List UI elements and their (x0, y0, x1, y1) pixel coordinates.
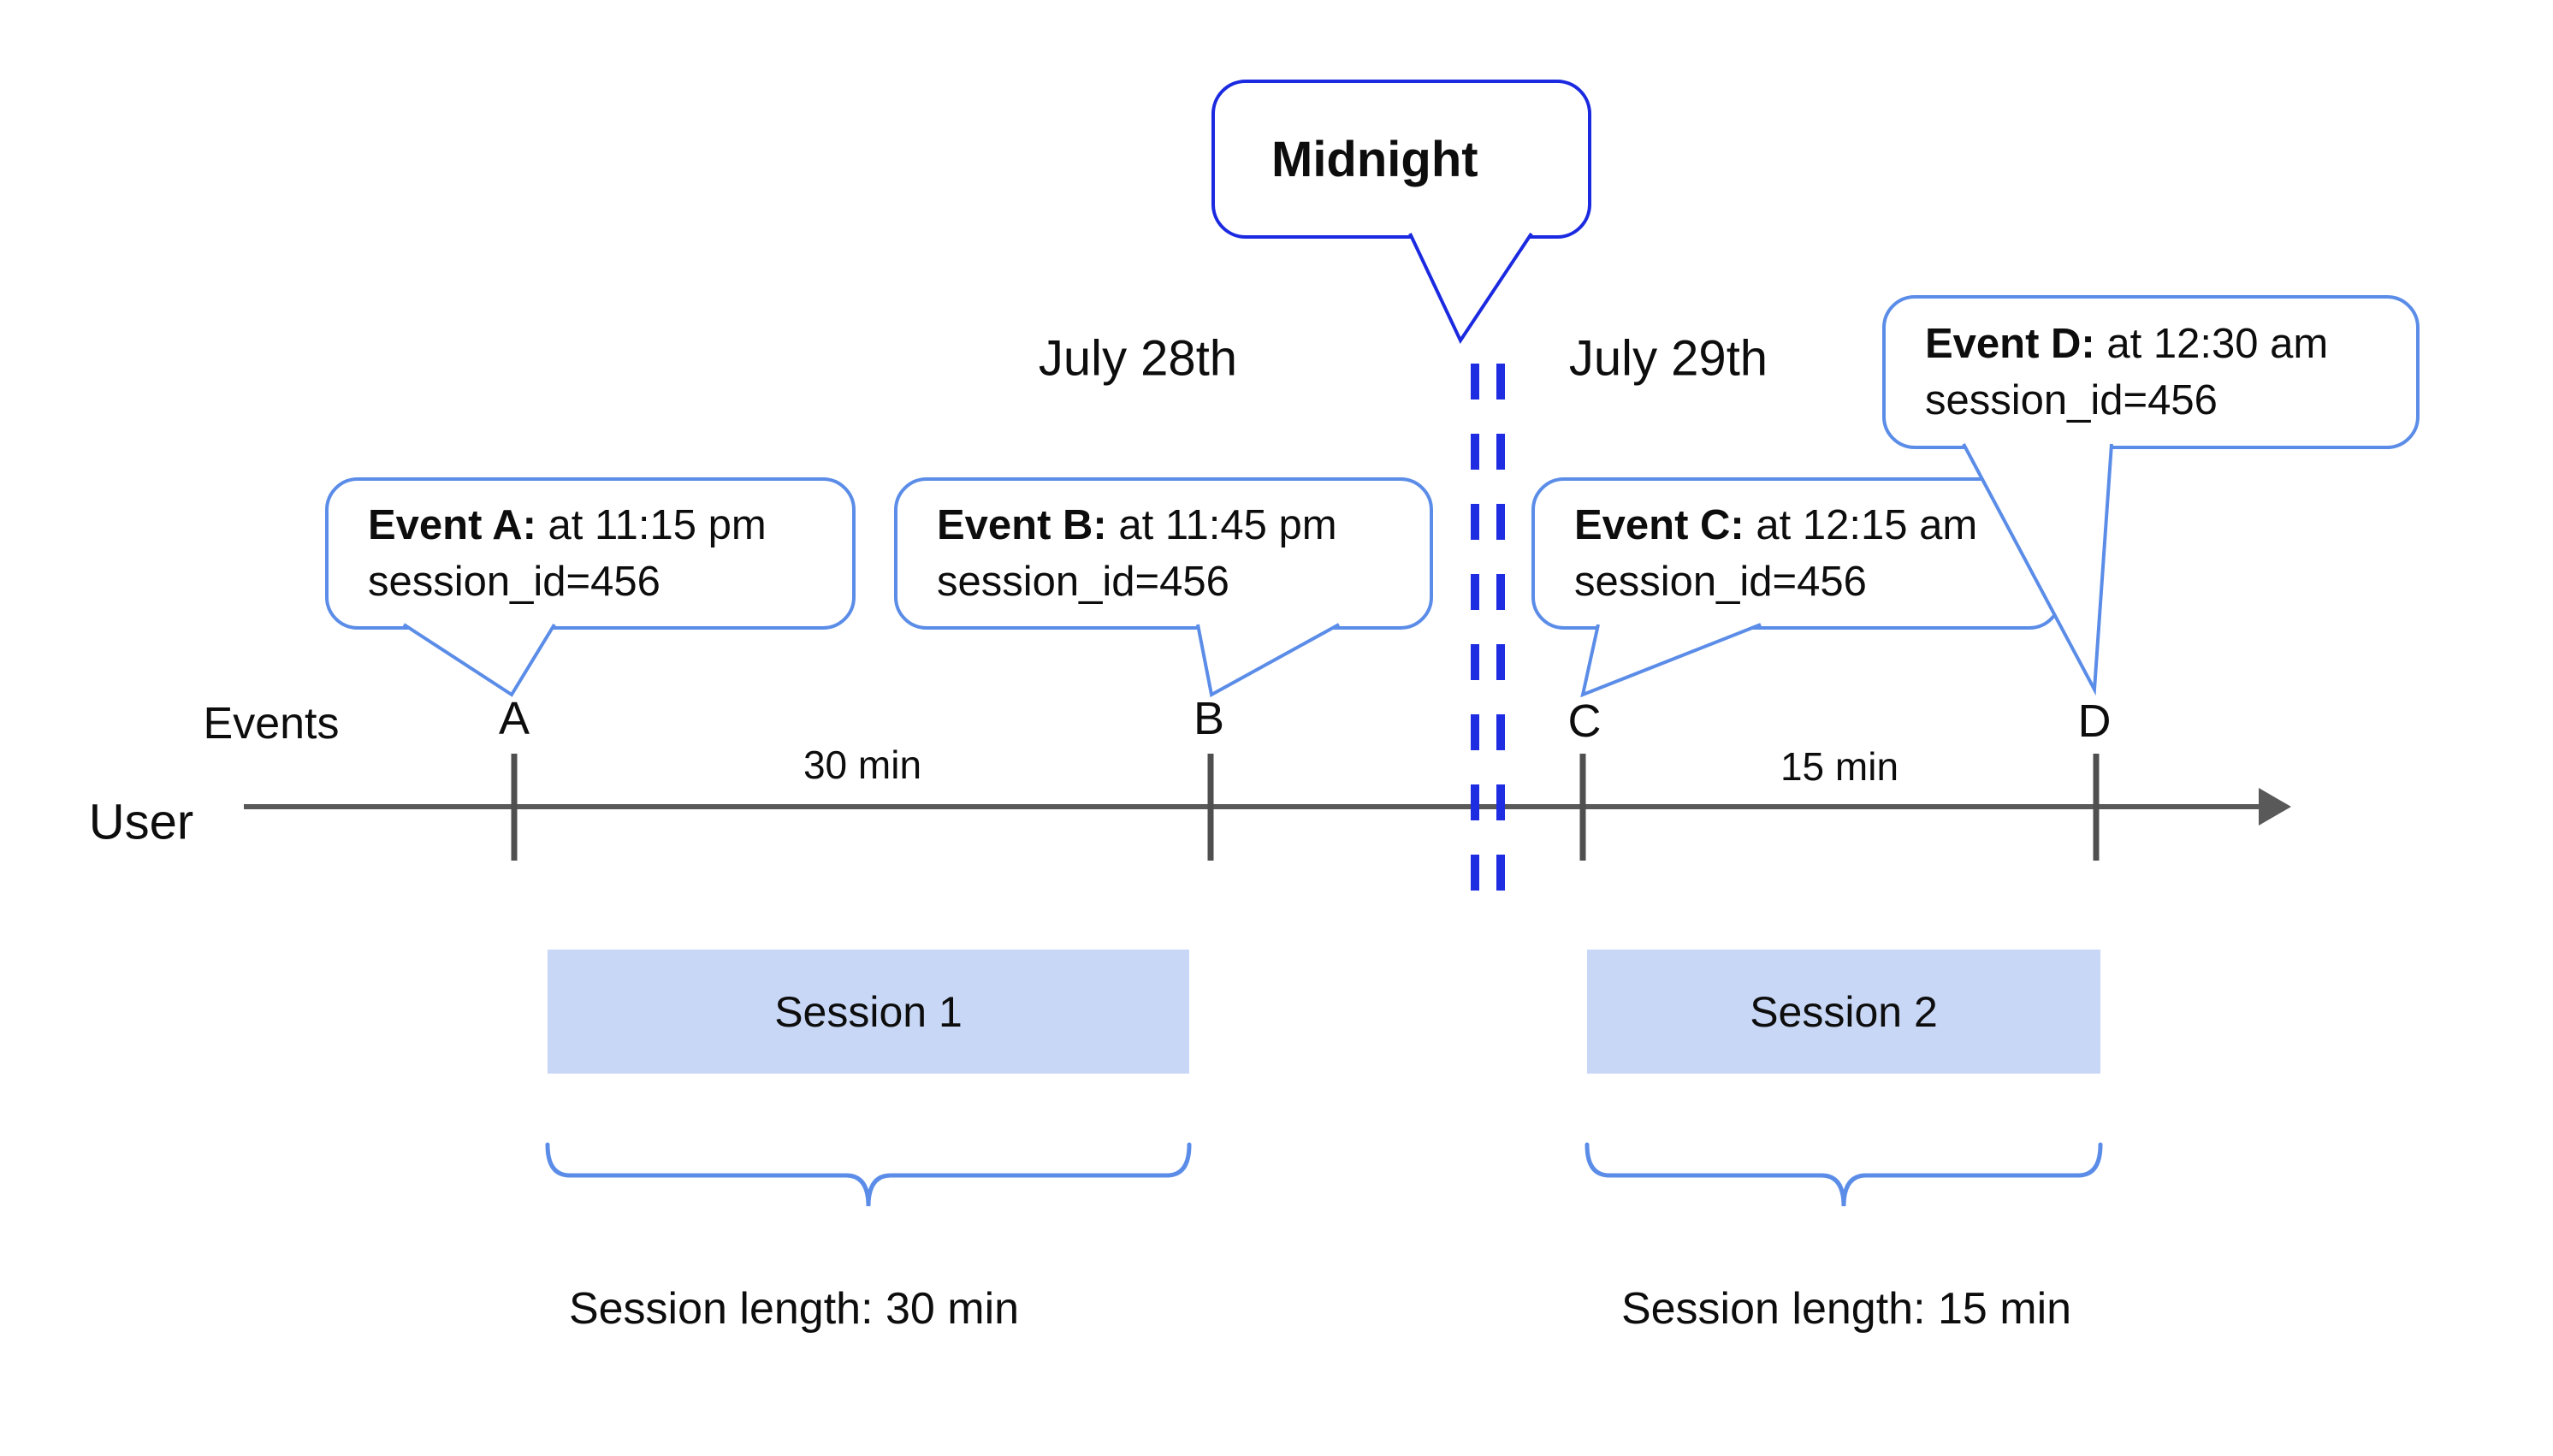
session-1-box: Session 1 (548, 950, 1189, 1074)
event-b-callout-tail (1196, 623, 1340, 698)
date-july-28: July 28th (1038, 330, 1238, 387)
events-row-label: Events (203, 699, 340, 749)
interval-15min-label: 15 min (1780, 744, 1899, 789)
event-d-callout: Event D: at 12:30 am session_id=456 (1882, 295, 2420, 449)
session-2-label: Session 2 (1750, 987, 1938, 1036)
tick-letter-a: A (498, 693, 530, 744)
event-c-session-line: session_id=456 (1574, 559, 1867, 605)
user-row-label: User (88, 794, 194, 850)
session-2-brace (1585, 1142, 2103, 1207)
event-d-session-line: session_id=456 (1925, 377, 2218, 423)
interval-30min-label: 30 min (803, 743, 922, 787)
session-1-label: Session 1 (774, 987, 963, 1036)
event-d-time-line: Event D: at 12:30 am (1925, 316, 2408, 372)
event-a-callout: Event A: at 11:15 pm session_id=456 (325, 477, 856, 630)
event-c-title: Event C: (1574, 502, 1744, 548)
session-2-box: Session 2 (1587, 950, 2100, 1074)
event-c-time: at 12:15 am (1744, 502, 1978, 548)
event-c-callout: Event C: at 12:15 am session_id=456 (1531, 477, 2062, 630)
tick-letter-c: C (1567, 695, 1602, 747)
event-b-title: Event B: (937, 502, 1107, 548)
midnight-callout: Midnight (1211, 80, 1591, 239)
event-d-title: Event D: (1925, 321, 2095, 367)
tick-letter-d: D (2077, 695, 2112, 747)
date-july-29: July 29th (1568, 330, 1768, 387)
timeline-arrowhead-icon (2259, 788, 2291, 826)
event-a-session-line: session_id=456 (368, 559, 660, 605)
session-1-length-label: Session length: 30 min (568, 1284, 1020, 1334)
event-a-time-line: Event A: at 11:15 pm (368, 497, 844, 553)
event-b-callout: Event B: at 11:45 pm session_id=456 (894, 477, 1433, 630)
event-b-session-line: session_id=456 (937, 559, 1229, 605)
event-a-callout-tail (402, 623, 556, 697)
event-b-time: at 11:45 pm (1106, 502, 1337, 548)
midnight-label: Midnight (1271, 131, 1478, 187)
session-2-length-label: Session length: 15 min (1620, 1284, 2072, 1334)
event-c-callout-tail (1580, 623, 1762, 698)
event-b-time-line: Event B: at 11:45 pm (937, 497, 1421, 553)
tick-letter-b: B (1193, 693, 1225, 744)
event-a-time: at 11:15 pm (536, 502, 767, 548)
event-a-title: Event A: (368, 502, 536, 548)
event-c-time-line: Event C: at 12:15 am (1574, 497, 2050, 553)
session-1-brace (545, 1142, 1192, 1207)
midnight-callout-tail (1408, 232, 1533, 345)
event-d-time: at 12:30 am (2094, 321, 2329, 367)
